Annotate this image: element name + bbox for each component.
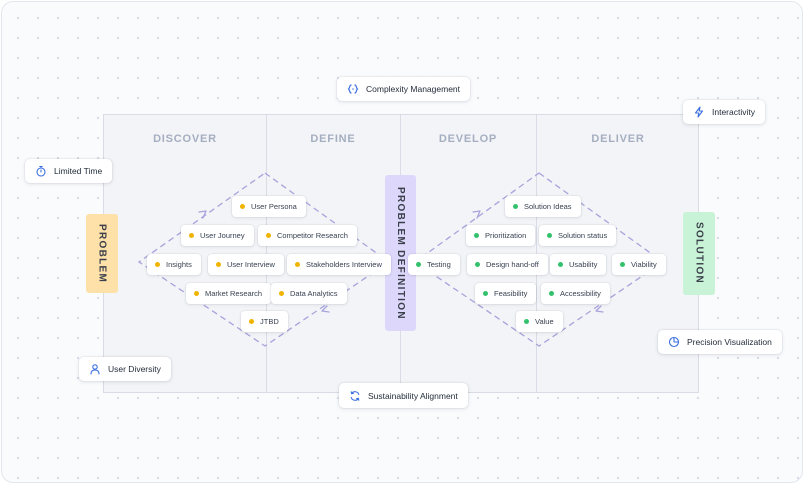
status-dot — [155, 262, 160, 267]
chip-design-hand-off: Design hand-off — [467, 254, 548, 275]
callout-precision-visualization: Precision Visualization — [658, 330, 782, 354]
status-dot — [240, 204, 245, 209]
chip-prioritization: Prioritization — [466, 225, 536, 246]
chip-label: User Interview — [227, 260, 275, 269]
code-braces-icon — [347, 83, 359, 95]
phase-label-develop: DEVELOP — [438, 133, 498, 145]
chip-label: Insights — [166, 260, 192, 269]
chip-accessibility: Accessibility — [541, 283, 610, 304]
flow-arrow — [198, 210, 207, 219]
callout-limited-time: Limited Time — [25, 159, 113, 183]
status-dot — [547, 233, 552, 238]
callout-label: User Diversity — [108, 364, 161, 374]
chip-label: Usability — [569, 260, 598, 269]
chip-label: Viability — [631, 260, 657, 269]
status-dot — [558, 262, 563, 267]
chip-label: User Journey — [200, 231, 245, 240]
status-dot — [216, 262, 221, 267]
solution-bar: SOLUTION — [683, 212, 715, 295]
chip-label: Solution Ideas — [524, 202, 572, 211]
flow-arrow — [595, 305, 604, 313]
status-dot — [483, 291, 488, 296]
chip-data-analytics: Data Analytics — [271, 283, 347, 304]
chip-market-research: Market Research — [186, 283, 272, 304]
status-dot — [416, 262, 421, 267]
flow-arrow — [321, 305, 330, 313]
status-dot — [549, 291, 554, 296]
solution-bar-label: SOLUTION — [693, 222, 705, 285]
chip-label: Stakeholders Interview — [306, 260, 382, 269]
callout-complexity-management: Complexity Management — [337, 77, 471, 101]
status-dot — [475, 262, 480, 267]
callout-sustainability-alignment: Sustainability Alignment — [339, 383, 468, 408]
chip-label: User Persona — [251, 202, 297, 211]
callout-label: Precision Visualization — [687, 337, 772, 347]
callout-interactivity: Interactivity — [683, 100, 765, 124]
chip-solution-status: Solution status — [539, 225, 617, 246]
flow-arrow — [472, 210, 481, 219]
callout-label: Complexity Management — [366, 84, 461, 94]
recycle-icon — [349, 390, 361, 402]
callout-label: Sustainability Alignment — [368, 390, 458, 401]
lightning-icon — [693, 106, 705, 118]
chip-testing: Testing — [408, 254, 460, 275]
chip-viability: Viability — [612, 254, 666, 275]
user-icon — [89, 363, 101, 375]
column-divider — [266, 115, 267, 392]
status-dot — [513, 204, 518, 209]
chip-solution-ideas: Solution Ideas — [505, 196, 581, 217]
chip-label: Design hand-off — [486, 260, 539, 269]
status-dot — [249, 319, 254, 324]
status-dot — [620, 262, 625, 267]
status-dot — [524, 319, 529, 324]
chip-label: Prioritization — [485, 231, 527, 240]
chip-label: JTBD — [260, 317, 279, 326]
chip-label: Testing — [427, 260, 451, 269]
callout-label: Interactivity — [712, 107, 755, 117]
chip-jtbd: JTBD — [241, 311, 288, 332]
chip-label: Competitor Research — [277, 231, 348, 240]
problem-bar-label: PROBLEM — [96, 223, 108, 284]
problem-definition-label: PROBLEM DEFINITION — [395, 186, 406, 320]
column-divider — [536, 115, 537, 392]
chip-stakeholders-interview: Stakeholders Interview — [287, 254, 391, 275]
status-dot — [279, 291, 284, 296]
problem-definition-bar: PROBLEM DEFINITION — [385, 175, 416, 331]
callout-user-diversity: User Diversity — [79, 357, 171, 381]
status-dot — [474, 233, 479, 238]
chip-label: Market Research — [205, 289, 263, 298]
chip-label: Feasibility — [494, 289, 528, 298]
callout-label: Limited Time — [54, 166, 103, 176]
chip-value: Value — [516, 311, 563, 332]
chip-label: Value — [535, 317, 554, 326]
chip-label: Accessibility — [560, 289, 601, 298]
status-dot — [194, 291, 199, 296]
phase-label-define: DEFINE — [310, 133, 356, 145]
chip-usability: Usability — [550, 254, 607, 275]
pie-chart-icon — [668, 336, 680, 348]
chip-insights: Insights — [147, 254, 201, 275]
status-dot — [295, 262, 300, 267]
phase-label-discover: DISCOVER — [153, 133, 217, 145]
right-diamond — [413, 172, 665, 347]
phase-label-deliver: DELIVER — [591, 133, 645, 145]
status-dot — [266, 233, 271, 238]
chip-competitor-research: Competitor Research — [258, 225, 357, 246]
chip-user-journey: User Journey — [181, 225, 254, 246]
status-dot — [189, 233, 194, 238]
chip-user-persona: User Persona — [232, 196, 306, 217]
chip-label: Data Analytics — [290, 289, 338, 298]
stopwatch-icon — [35, 165, 47, 177]
chip-feasibility: Feasibility — [475, 283, 537, 304]
chip-label: Solution status — [558, 231, 608, 240]
chip-user-interview: User Interview — [208, 254, 284, 275]
problem-bar: PROBLEM — [86, 214, 118, 293]
